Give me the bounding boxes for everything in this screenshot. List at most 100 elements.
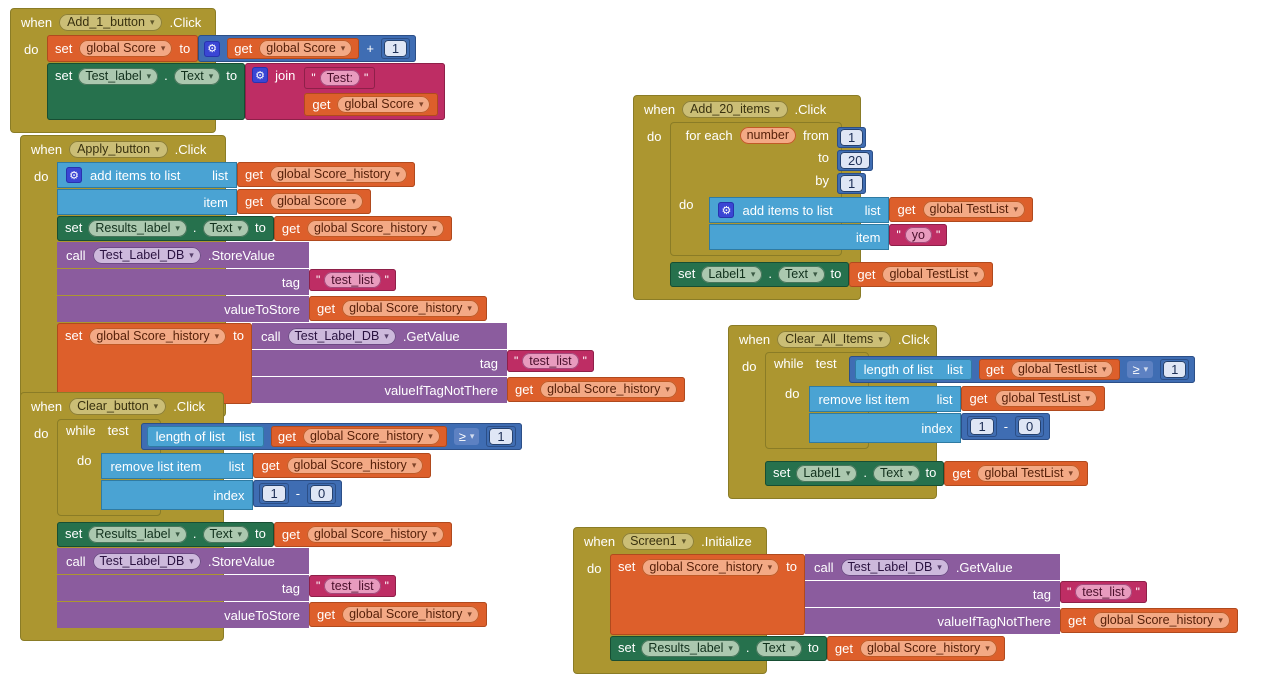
component-dropdown[interactable]: Results_label▾: [88, 220, 187, 237]
number-field[interactable]: 1: [840, 129, 864, 146]
get-score-history-block[interactable]: get global Score_history▾: [253, 453, 432, 478]
get-score-history-block[interactable]: get global Score_history▾: [237, 162, 415, 187]
get-testlist-block[interactable]: get global TestList▾: [978, 359, 1121, 380]
property-dropdown[interactable]: Text▾: [755, 640, 803, 657]
variable-dropdown[interactable]: global Score_history▾: [540, 381, 677, 398]
set-test-label-text-block[interactable]: set Test_label▾ . Text▾ to: [47, 63, 246, 120]
text-field[interactable]: test_list: [1075, 584, 1132, 600]
remove-list-item-block[interactable]: remove list item list get global TestLis…: [809, 386, 1106, 444]
component-dropdown[interactable]: Test_Label_DB▾: [92, 246, 201, 264]
component-dropdown[interactable]: Screen1▾: [622, 533, 695, 550]
set-results-label-text-block[interactable]: set Results_label▾ . Text▾ to: [610, 636, 827, 661]
comparison-block[interactable]: length of list list get global Score_his…: [140, 423, 522, 450]
remove-item-header[interactable]: remove list item list: [809, 386, 962, 412]
get-score-history-block[interactable]: get global Score_history▾: [273, 216, 452, 241]
call-getvalue-block[interactable]: call Test_Label_DB▾ .GetValue tag " test…: [804, 554, 1238, 635]
number-block[interactable]: 1: [837, 173, 867, 194]
variable-dropdown[interactable]: global Score_history▾: [306, 220, 444, 237]
event-block-apply-click[interactable]: when Apply_button▾ .Click do ⚙ add items…: [20, 135, 685, 417]
number-field[interactable]: 20: [840, 152, 871, 169]
get-testlist-block[interactable]: get global TestList▾: [961, 386, 1106, 411]
number-block[interactable]: 0: [1015, 416, 1045, 437]
math-plus-block[interactable]: ⚙ get global Score▾ + 1: [198, 35, 417, 62]
number-field[interactable]: 0: [1018, 418, 1042, 435]
math-minus-block[interactable]: 1 - 0: [961, 413, 1051, 440]
number-block[interactable]: 1: [259, 483, 289, 504]
number-block[interactable]: 1: [967, 416, 997, 437]
component-dropdown[interactable]: Clear_button▾: [69, 398, 167, 415]
number-field[interactable]: 1: [489, 428, 513, 445]
variable-dropdown[interactable]: global Score_history▾: [859, 640, 997, 657]
variable-dropdown[interactable]: global Score▾: [337, 96, 431, 113]
component-dropdown[interactable]: Add_1_button▾: [59, 14, 163, 31]
while-block[interactable]: while test length of list list get globa…: [57, 419, 522, 516]
variable-dropdown[interactable]: global Score_history▾: [1093, 612, 1230, 629]
event-block-screen-initialize[interactable]: when Screen1▾ .Initialize do set global …: [573, 527, 1238, 674]
text-string-block[interactable]: " test_list ": [1059, 581, 1147, 603]
component-dropdown[interactable]: Apply_button▾: [69, 141, 168, 158]
component-dropdown[interactable]: Test_Label_DB▾: [287, 327, 396, 345]
get-testlist-block[interactable]: get global TestList▾: [849, 262, 993, 287]
get-testlist-block[interactable]: get global TestList▾: [889, 197, 1034, 222]
for-each-block[interactable]: for each number from 1 to 20 by 1: [670, 122, 1034, 256]
call-getvalue-block[interactable]: call Test_Label_DB▾ .GetValue tag " test…: [251, 323, 685, 404]
component-dropdown[interactable]: Label1▾: [701, 266, 763, 283]
variable-dropdown[interactable]: global Score_history▾: [286, 457, 424, 474]
event-header[interactable]: when Add_1_button▾ .Click: [11, 9, 215, 35]
number-block[interactable]: 1: [486, 426, 516, 447]
get-score-history-block[interactable]: get global Score_history▾: [270, 426, 447, 447]
component-dropdown[interactable]: Test_Label_DB▾: [840, 558, 949, 576]
event-block-clear-all-click[interactable]: when Clear_All_Items▾ .Click do while te…: [728, 325, 1196, 499]
length-of-list-block[interactable]: length of list list: [146, 426, 264, 447]
event-block-clear-click[interactable]: when Clear_button▾ .Click do while test …: [20, 392, 522, 641]
get-score-history-block[interactable]: get global Score_history▾: [273, 522, 452, 547]
number-block[interactable]: 1: [837, 127, 867, 148]
index-arg-row[interactable]: index: [809, 413, 962, 443]
component-dropdown[interactable]: Test_label▾: [78, 68, 159, 85]
add-items-to-list-block[interactable]: ⚙ add items to list list get global Scor…: [57, 162, 415, 216]
mutator-gear-icon[interactable]: ⚙: [718, 202, 735, 218]
set-label1-text-block[interactable]: set Label1▾ . Text▾ to: [670, 262, 850, 287]
add-items-header[interactable]: ⚙ add items to list list: [709, 197, 890, 223]
get-testlist-block[interactable]: get global TestList▾: [944, 461, 1088, 486]
component-dropdown[interactable]: Clear_All_Items▾: [777, 331, 891, 348]
variable-dropdown[interactable]: global Score▾: [79, 40, 173, 57]
variable-dropdown[interactable]: global Score_history▾: [270, 166, 407, 183]
number-field[interactable]: 1: [383, 40, 408, 57]
event-block-add1-click[interactable]: when Add_1_button▾ .Click do set global …: [10, 8, 446, 133]
variable-dropdown[interactable]: global TestList▾: [977, 465, 1080, 482]
mutator-gear-icon[interactable]: ⚙: [66, 167, 82, 183]
event-block-add20-click[interactable]: when Add_20_items▾ .Click do for each nu…: [633, 95, 1034, 300]
set-label1-text-block[interactable]: set Label1▾ . Text▾ to: [765, 461, 945, 486]
number-field[interactable]: 1: [840, 175, 864, 192]
event-header[interactable]: when Apply_button▾ .Click: [21, 136, 225, 162]
set-global-score-block[interactable]: set global Score▾ to: [47, 35, 199, 62]
property-dropdown[interactable]: Text▾: [202, 526, 250, 543]
text-string-block[interactable]: " Test: ": [304, 67, 376, 89]
text-field[interactable]: yo: [904, 227, 932, 243]
property-dropdown[interactable]: Text▾: [873, 465, 920, 482]
property-dropdown[interactable]: Text▾: [173, 68, 221, 85]
variable-dropdown[interactable]: global TestList▾: [1010, 361, 1114, 378]
property-dropdown[interactable]: Text▾: [778, 266, 825, 283]
loop-variable-field[interactable]: number: [739, 127, 796, 144]
number-block[interactable]: 1: [380, 38, 411, 59]
get-score-history-block[interactable]: get global Score_history▾: [826, 636, 1005, 661]
mutator-gear-icon[interactable]: ⚙: [204, 40, 221, 57]
number-block[interactable]: 0: [307, 483, 337, 504]
number-field[interactable]: 1: [262, 485, 286, 502]
text-field[interactable]: Test:: [319, 70, 361, 86]
text-field[interactable]: test_list: [324, 272, 381, 288]
item-arg-row[interactable]: item: [57, 189, 237, 215]
text-field[interactable]: test_list: [324, 578, 381, 594]
component-dropdown[interactable]: Results_label▾: [88, 526, 187, 543]
join-block[interactable]: ⚙ join " Test: " get global Score▾: [245, 63, 446, 120]
text-string-block[interactable]: " test_list ": [309, 575, 396, 597]
variable-dropdown[interactable]: global Score_history▾: [302, 428, 440, 445]
variable-dropdown[interactable]: global TestList▾: [922, 201, 1026, 218]
add-items-to-list-block[interactable]: ⚙ add items to list list get global Test…: [709, 197, 1034, 251]
component-dropdown[interactable]: Test_Label_DB▾: [92, 552, 201, 570]
variable-dropdown[interactable]: global Score▾: [270, 193, 364, 210]
set-global-score-history-block[interactable]: set global Score_history▾ to: [57, 323, 252, 404]
